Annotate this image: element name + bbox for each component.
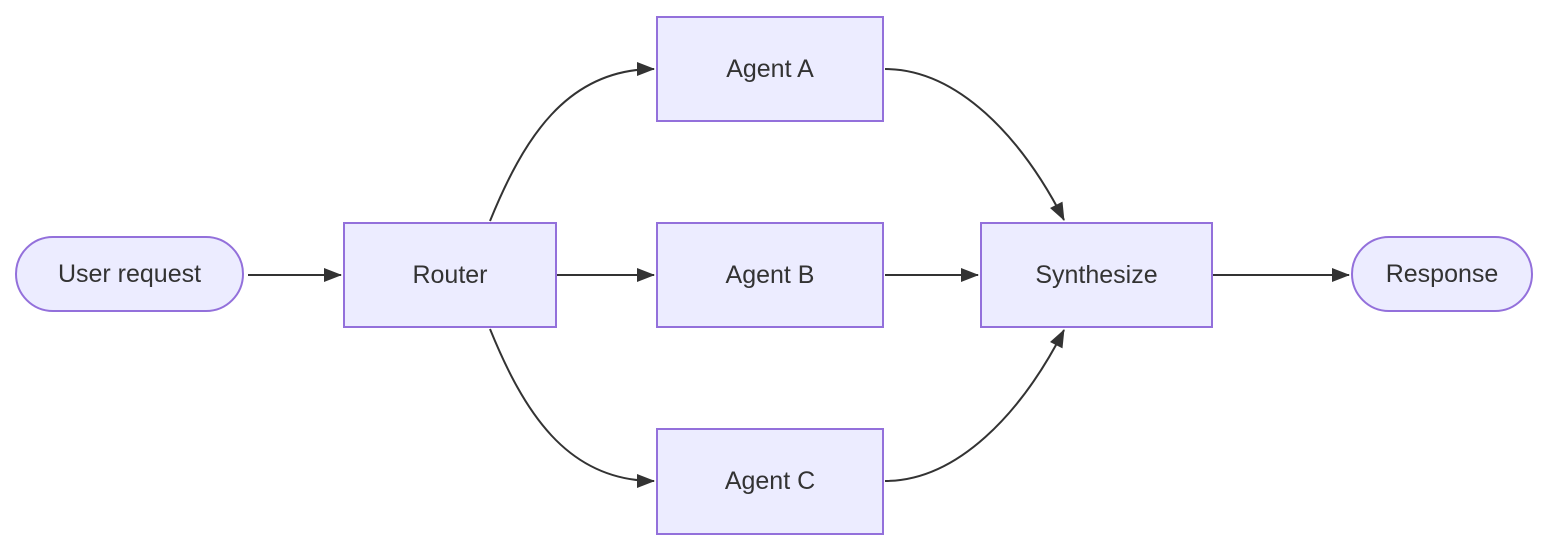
node-synthesize-label: Synthesize	[1035, 260, 1158, 289]
node-user-request: User request	[15, 236, 244, 312]
edge-router-to-agent-a	[489, 62, 655, 222]
node-agent-a-label: Agent A	[726, 54, 814, 83]
edge-router-to-agent-c	[489, 328, 655, 488]
node-router-label: Router	[412, 260, 488, 289]
node-agent-b-label: Agent B	[725, 260, 815, 289]
node-response-label: Response	[1385, 259, 1499, 288]
node-response: Response	[1351, 236, 1533, 312]
node-agent-b: Agent B	[656, 222, 884, 328]
node-agent-c: Agent C	[656, 428, 884, 535]
edge-agent-a-to-synthesize	[884, 68, 1065, 221]
node-user-request-label: User request	[57, 259, 202, 288]
node-agent-a: Agent A	[656, 16, 884, 122]
node-router: Router	[343, 222, 557, 328]
node-agent-c-label: Agent C	[724, 467, 816, 495]
node-synthesize: Synthesize	[980, 222, 1213, 328]
edge-agent-c-to-synthesize	[884, 329, 1065, 482]
